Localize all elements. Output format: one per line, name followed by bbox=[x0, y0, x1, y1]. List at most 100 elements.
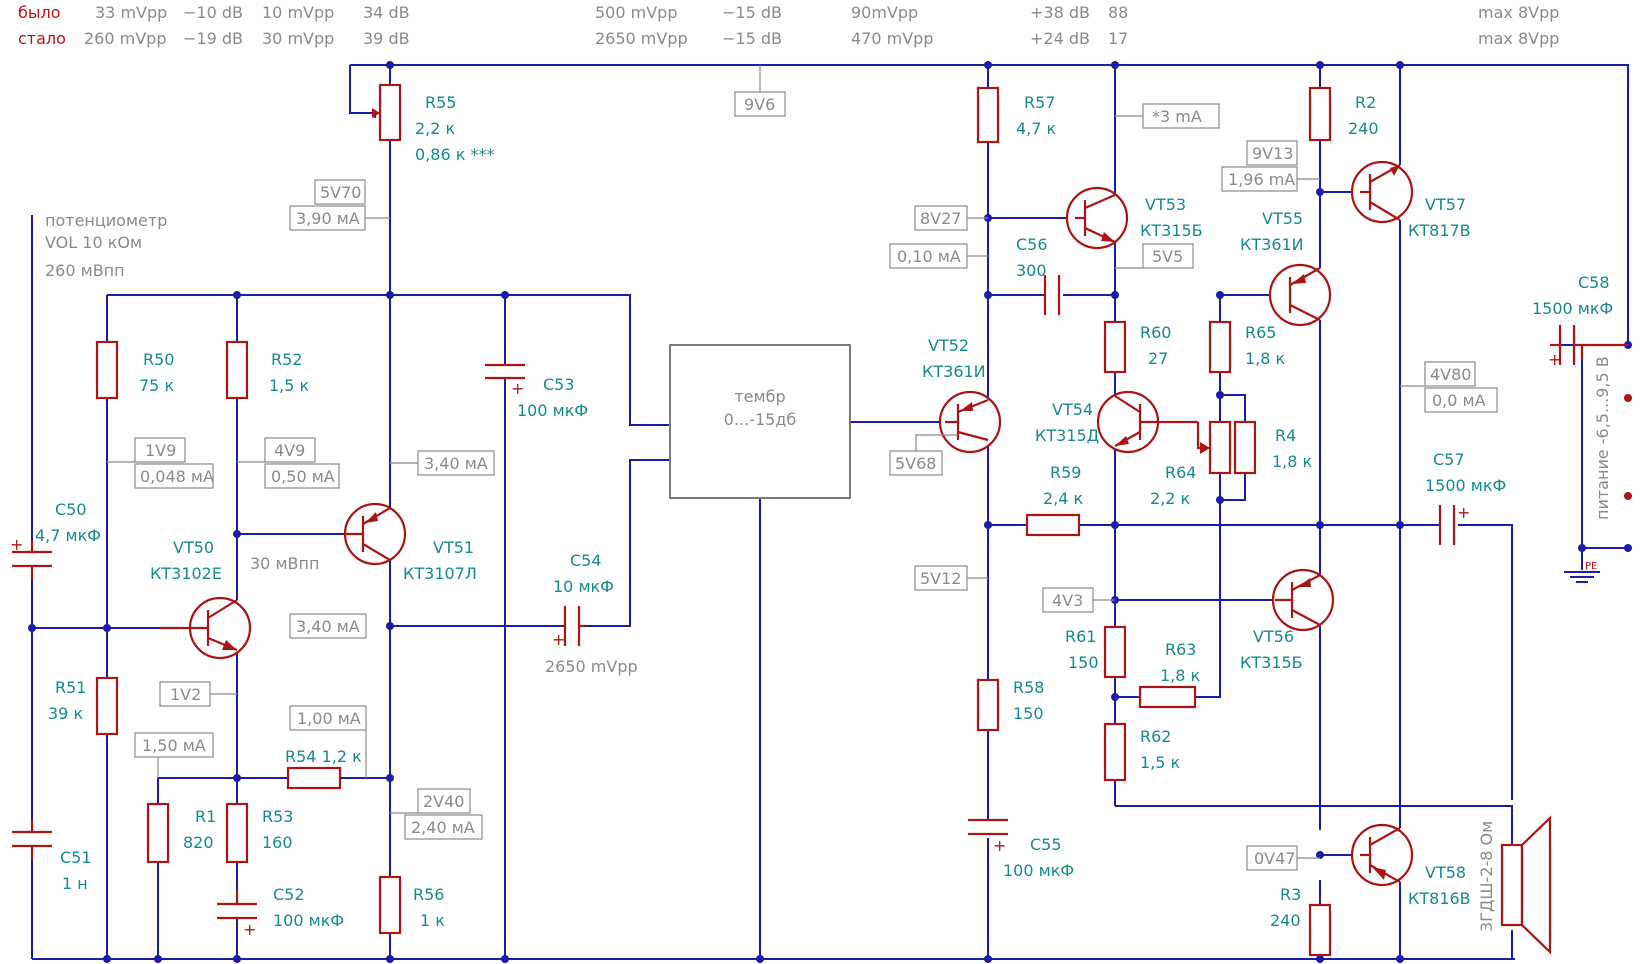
label-r52-value: 1,5 к bbox=[269, 376, 310, 395]
header-value: +38 dB bbox=[1030, 3, 1090, 22]
svg-text:4V80: 4V80 bbox=[1430, 365, 1471, 384]
resistor-r64 bbox=[1208, 420, 1232, 475]
label-c51-value: 1 н bbox=[62, 874, 88, 893]
resistor-r60 bbox=[1103, 320, 1127, 374]
pot-note-value: VOL 10 кОм bbox=[45, 233, 142, 252]
polarity-plus-icon: + bbox=[993, 836, 1006, 855]
svg-text:3,90 мА: 3,90 мА bbox=[296, 209, 360, 228]
resistor-r65 bbox=[1208, 320, 1232, 374]
label-c52: C52 bbox=[273, 885, 305, 904]
resistor-r58 bbox=[976, 678, 1000, 732]
resistor-r63 bbox=[1138, 685, 1197, 709]
label-c55: C55 bbox=[1030, 835, 1062, 854]
label-vt52-type: КТ361И bbox=[922, 362, 986, 381]
svg-text:9V13: 9V13 bbox=[1252, 144, 1293, 163]
label-r4-value: 1,8 к bbox=[1272, 452, 1313, 471]
svg-text:1V9: 1V9 bbox=[145, 441, 176, 460]
measure-9v6: 9V6 bbox=[734, 91, 786, 117]
speaker-note: 3ГДШ-2-8 Ом bbox=[1477, 821, 1496, 932]
svg-text:2,40 мА: 2,40 мА bbox=[411, 818, 475, 837]
measure-8v27: 8V27 bbox=[914, 205, 968, 231]
label-vt51-type: КТ3107Л bbox=[403, 564, 477, 583]
label-vt54-type: КТ315Д bbox=[1035, 426, 1099, 445]
header-row-after: стало 260 mVpp −19 dB 30 mVpp 39 dB 2650… bbox=[18, 29, 1559, 48]
header-value: 500 mVpp bbox=[595, 3, 677, 22]
header-value: 30 mVpp bbox=[262, 29, 334, 48]
resistor-r59 bbox=[1025, 513, 1081, 537]
measure-4v3: 4V3 bbox=[1042, 587, 1094, 613]
label-r56-value: 1 к bbox=[420, 911, 445, 930]
measurement-boxes: 9V6 *3 mA 9V13 1,96 mA 5V70 3,90 мА 8V27… bbox=[107, 65, 1498, 871]
label-c54-value: 10 мкФ bbox=[553, 577, 614, 596]
header-label-before: было bbox=[18, 3, 61, 22]
resistor-r4 bbox=[1233, 420, 1257, 475]
measure-2v40: 2V40 bbox=[417, 788, 471, 814]
ground-icon: PE bbox=[1564, 561, 1600, 583]
label-vt56-type: КТ315Б bbox=[1240, 653, 1303, 672]
label-r61-value: 150 bbox=[1068, 653, 1099, 672]
label-vt56: VT56 bbox=[1253, 627, 1294, 646]
measure-390ma: 3,90 мА bbox=[289, 205, 366, 231]
label-r3-value: 240 bbox=[1270, 911, 1301, 930]
svg-text:0,048 мА: 0,048 мА bbox=[140, 467, 214, 486]
svg-text:5V12: 5V12 bbox=[920, 569, 961, 588]
capacitor-c52: + bbox=[217, 890, 257, 939]
potentiometer-wipers bbox=[372, 108, 1210, 454]
label-r54: R54 1,2 к bbox=[285, 747, 362, 766]
measure-340ma-b: 3,40 мА bbox=[289, 613, 367, 639]
header-value: 33 mVpp bbox=[95, 3, 167, 22]
svg-text:3,40 мА: 3,40 мА bbox=[296, 617, 360, 636]
measure-9v13: 9V13 bbox=[1246, 140, 1298, 166]
header-value: 39 dB bbox=[363, 29, 410, 48]
svg-text:0V47: 0V47 bbox=[1254, 849, 1295, 868]
label-vt54: VT54 bbox=[1052, 400, 1093, 419]
label-c53-value: 100 мкФ bbox=[517, 401, 588, 420]
svg-text:2V40: 2V40 bbox=[423, 792, 464, 811]
label-c51: C51 bbox=[60, 848, 92, 867]
header-value: 10 mVpp bbox=[262, 3, 334, 22]
label-r1: R1 bbox=[195, 807, 216, 826]
label-c54: C54 bbox=[570, 551, 602, 570]
transistor-vt55 bbox=[1268, 263, 1332, 327]
capacitor-c51 bbox=[12, 820, 52, 860]
label-r2-value: 240 bbox=[1348, 119, 1379, 138]
label-r3: R3 bbox=[1280, 885, 1301, 904]
tone-control-block: тембр 0...-15дб bbox=[669, 344, 851, 499]
polarity-plus-icon: + bbox=[10, 535, 23, 554]
header-value: −15 dB bbox=[722, 3, 782, 22]
svg-text:0,0 мА: 0,0 мА bbox=[1432, 391, 1486, 410]
capacitor-c56 bbox=[1043, 275, 1061, 315]
svg-text:5V68: 5V68 bbox=[895, 454, 936, 473]
label-r61: R61 bbox=[1065, 627, 1096, 646]
transistor-vt53 bbox=[1065, 186, 1129, 250]
label-c55-value: 100 мкФ bbox=[1003, 861, 1074, 880]
label-r52: R52 bbox=[271, 350, 302, 369]
label-c58: C58 bbox=[1578, 273, 1610, 292]
svg-text:5V5: 5V5 bbox=[1152, 247, 1183, 266]
label-vt50-type: КТ3102Е bbox=[150, 564, 222, 583]
label-c53: C53 bbox=[543, 375, 575, 394]
capacitor-c50: + bbox=[10, 535, 52, 580]
label-r51-value: 39 к bbox=[48, 704, 83, 723]
resistor-r54 bbox=[286, 766, 342, 790]
capacitor-c57: + bbox=[1438, 503, 1470, 545]
label-r62-value: 1,5 к bbox=[1140, 753, 1181, 772]
vt50-signal-note: 30 мВпп bbox=[250, 554, 319, 573]
label-vt53: VT53 bbox=[1145, 195, 1186, 214]
svg-text:5V70: 5V70 bbox=[320, 183, 361, 202]
measure-4v9: 4V9 bbox=[264, 437, 316, 463]
label-r53-value: 160 bbox=[262, 833, 293, 852]
label-r57: R57 bbox=[1024, 93, 1055, 112]
capacitor-c55: + bbox=[968, 818, 1008, 855]
label-r55-alt: 0,86 к *** bbox=[415, 145, 494, 164]
svg-text:0,10 мА: 0,10 мА bbox=[897, 247, 961, 266]
resistor-r3 bbox=[1308, 903, 1332, 957]
resistor-r50 bbox=[95, 340, 119, 400]
header-value: 88 bbox=[1108, 3, 1128, 22]
svg-text:4V9: 4V9 bbox=[274, 441, 305, 460]
header-value: 260 mVpp bbox=[84, 29, 166, 48]
svg-text:1,50 мА: 1,50 мА bbox=[142, 736, 206, 755]
label-r62: R62 bbox=[1140, 727, 1171, 746]
header-value: −10 dB bbox=[183, 3, 243, 22]
label-r59: R59 bbox=[1050, 463, 1081, 482]
